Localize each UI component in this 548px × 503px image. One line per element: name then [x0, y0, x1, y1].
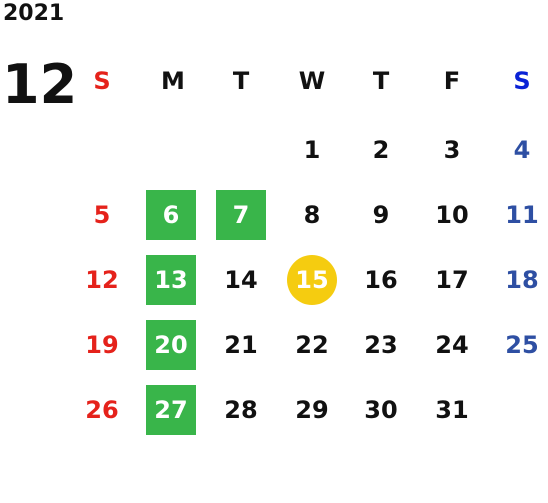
- weekday-header-mon: M: [161, 67, 185, 95]
- day-cell[interactable]: 9: [372, 201, 390, 229]
- day-cell[interactable]: 23: [364, 331, 398, 359]
- day-cell-saturday[interactable]: 4: [513, 136, 531, 164]
- year-label: 2021: [3, 1, 65, 26]
- day-cell[interactable]: 30: [364, 396, 398, 424]
- day-cell[interactable]: 8: [303, 201, 321, 229]
- weekday-header-sat: S: [513, 67, 531, 95]
- day-cell[interactable]: 31: [435, 396, 469, 424]
- day-cell-sunday[interactable]: 19: [85, 331, 119, 359]
- day-cell-today[interactable]: 15: [287, 255, 337, 305]
- day-cell[interactable]: 16: [364, 266, 398, 294]
- day-cell[interactable]: 28: [224, 396, 258, 424]
- month-number: 12: [2, 53, 78, 116]
- weekday-header-thu: T: [372, 67, 390, 95]
- day-cell[interactable]: 22: [295, 331, 329, 359]
- day-cell[interactable]: 14: [224, 266, 258, 294]
- day-cell-saturday[interactable]: 11: [505, 201, 539, 229]
- day-cell-highlighted[interactable]: 7: [216, 190, 266, 240]
- day-cell-highlighted[interactable]: 13: [146, 255, 196, 305]
- weekday-header-fri: F: [443, 67, 461, 95]
- day-cell[interactable]: 17: [435, 266, 469, 294]
- day-cell-highlighted[interactable]: 20: [146, 320, 196, 370]
- day-cell-sunday[interactable]: 12: [85, 266, 119, 294]
- day-cell-highlighted[interactable]: 6: [146, 190, 196, 240]
- weekday-header-wed: W: [298, 67, 326, 95]
- weekday-header-tue: T: [232, 67, 250, 95]
- day-cell[interactable]: 21: [224, 331, 258, 359]
- day-cell-highlighted[interactable]: 27: [146, 385, 196, 435]
- day-cell-saturday[interactable]: 25: [505, 331, 539, 359]
- weekday-header-sun: S: [93, 67, 111, 95]
- day-cell[interactable]: 29: [295, 396, 329, 424]
- day-cell[interactable]: 10: [435, 201, 469, 229]
- day-cell[interactable]: 3: [443, 136, 461, 164]
- day-cell-saturday[interactable]: 18: [505, 266, 539, 294]
- day-cell[interactable]: 24: [435, 331, 469, 359]
- day-cell[interactable]: 1: [303, 136, 321, 164]
- day-cell-sunday[interactable]: 5: [93, 201, 111, 229]
- day-cell[interactable]: 2: [372, 136, 390, 164]
- day-cell-sunday[interactable]: 26: [85, 396, 119, 424]
